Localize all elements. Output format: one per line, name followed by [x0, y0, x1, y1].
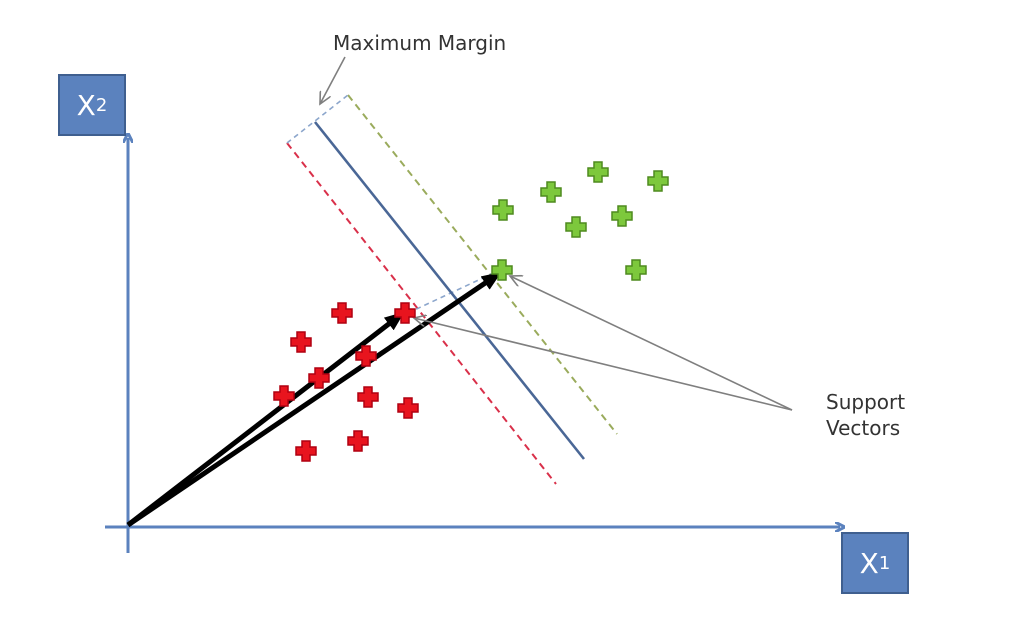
- max-margin-pointer: [320, 56, 346, 104]
- vector-to-red-support: [126, 311, 405, 527]
- green-plus-icon: [540, 181, 562, 203]
- red-plus-icon: [397, 397, 419, 419]
- red-margin-line: [286, 142, 557, 485]
- hyperplane-line: [313, 121, 586, 460]
- support-vectors-line1: Support: [826, 390, 906, 414]
- margin-connector-top: [286, 94, 349, 144]
- red-plus-icon: [290, 331, 312, 353]
- red-plus-icon: [331, 302, 353, 324]
- x2-subscript: 2: [95, 94, 108, 116]
- maximum-margin-label: Maximum Margin: [333, 31, 507, 55]
- green-plus-icon: [625, 259, 647, 281]
- green-plus-icon: [491, 259, 513, 281]
- green-plus-icon: [647, 170, 669, 192]
- green-plus-icon: [492, 199, 514, 221]
- support-vectors-label: Support Vectors: [826, 389, 905, 441]
- support-vectors-line2: Vectors: [826, 416, 901, 440]
- x1-subscript: 1: [878, 552, 891, 574]
- green-plus-icon: [565, 216, 587, 238]
- sv-pointer-red: [414, 318, 793, 411]
- red-plus-icon: [295, 440, 317, 462]
- data-points: [273, 161, 669, 462]
- red-plus-icon: [394, 302, 416, 324]
- red-plus-icon: [273, 385, 295, 407]
- green-plus-icon: [587, 161, 609, 183]
- red-plus-icon: [355, 345, 377, 367]
- vector-to-green-support: [126, 270, 502, 528]
- green-margin-line: [347, 94, 618, 435]
- red-plus-icon: [357, 386, 379, 408]
- x1-label: X: [859, 546, 879, 580]
- red-plus-icon: [308, 367, 330, 389]
- sv-pointer-green: [510, 276, 793, 411]
- x2-label: X: [76, 88, 96, 122]
- red-plus-icon: [347, 430, 369, 452]
- green-plus-icon: [611, 205, 633, 227]
